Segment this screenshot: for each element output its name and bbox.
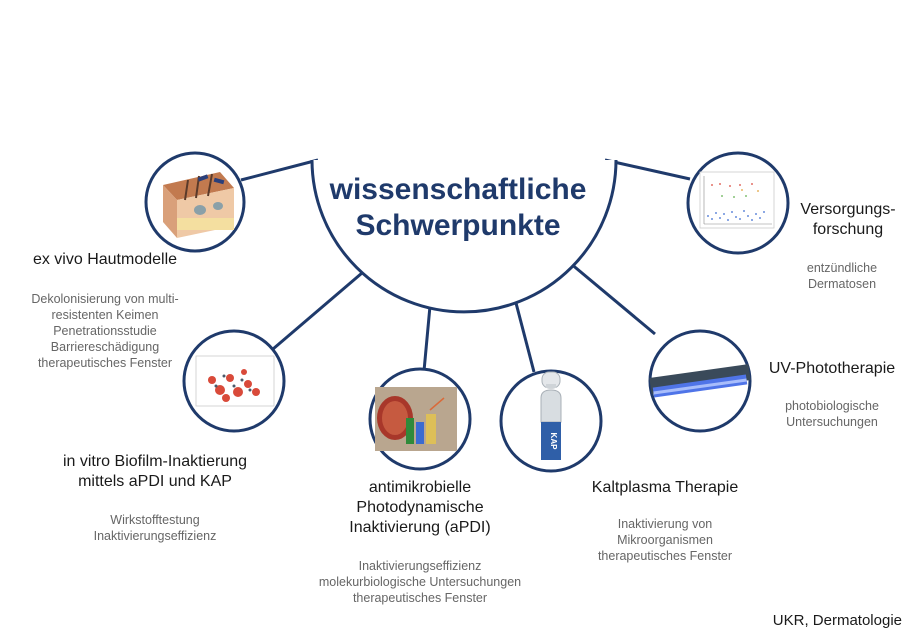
details-apdi-line: molekurbiologische Untersuchungen: [318, 575, 522, 589]
details-versorgung-line: entzündliche: [806, 261, 878, 275]
heading-uv: UV-Phototherapie: [752, 359, 912, 379]
heading-versorgung: Versorgungs- forschung: [782, 200, 914, 240]
details-kap-line: Mikroorganismen: [617, 533, 713, 547]
details-kap-line: therapeutisches Fenster: [597, 549, 733, 563]
scatter-plot-icon: [699, 171, 775, 229]
details-haut-line: therapeutisches Fenster: [37, 356, 173, 370]
kap-device-label: KAP: [549, 433, 558, 451]
main-title-line-1: wissenschaftliche: [329, 173, 587, 206]
biofilm-icon: [195, 355, 275, 407]
details-kap: Inaktivierung von Mikroorganismen therap…: [570, 516, 760, 564]
heading-haut: ex vivo Hautmodelle: [10, 250, 200, 270]
connector-haut: [240, 158, 319, 182]
heading-apdi: antimikrobielle Photodynamische Inaktivi…: [310, 478, 530, 538]
footer-label: UKR, Dermatologie: [772, 612, 902, 629]
details-biofilm: Wirkstofftestung Inaktivierungseffizienz: [40, 512, 270, 544]
heading-biofilm: in vitro Biofilm-Inaktierung mittels aPD…: [40, 452, 270, 492]
heading-apdi-line: Photodynamische: [356, 499, 484, 516]
connector-kap: [514, 302, 536, 373]
details-biofilm-line: Inaktivierungseffizienz: [93, 529, 217, 543]
skin-model-icon: [163, 172, 234, 238]
details-haut-line: resistenten Keimen: [51, 308, 159, 322]
details-haut-line: Barriereschädigung: [50, 340, 160, 354]
details-biofilm-line: Wirkstofftestung: [110, 513, 200, 527]
details-haut-line: Dekolonisierung von multi-: [31, 292, 179, 306]
heading-biofilm-line: in vitro Biofilm-Inaktierung: [62, 453, 248, 470]
heading-apdi-line: antimikrobielle: [368, 479, 472, 496]
connector-versorgung: [604, 158, 691, 181]
uv-lamp-icon: [649, 364, 751, 398]
main-title-line-2: Schwerpunkte: [355, 209, 561, 242]
details-apdi-line: therapeutisches Fenster: [352, 591, 488, 605]
heading-biofilm-line: mittels aPDI und KAP: [78, 473, 232, 490]
connector-biofilm: [272, 271, 363, 351]
connector-apdi: [422, 305, 432, 372]
plasma-device-icon: KAP: [540, 371, 562, 460]
details-kap-line: Inaktivierung von: [617, 517, 713, 531]
heading-kap: Kaltplasma Therapie: [570, 478, 760, 498]
details-uv-line: photobiologische: [785, 399, 879, 413]
details-apdi-line: Inaktivierungseffizienz: [358, 559, 482, 573]
details-versorgung-line: Dermatosen: [807, 277, 877, 291]
connector-uv: [569, 261, 656, 336]
details-versorgung: entzündliche Dermatosen: [782, 260, 902, 292]
details-uv: photobiologische Untersuchungen: [752, 398, 912, 430]
heading-haut-line: ex vivo Hautmodelle: [32, 251, 178, 268]
details-haut: Dekolonisierung von multi- resistenten K…: [10, 291, 200, 371]
petri-dish-icon: [375, 387, 457, 451]
heading-kap-line: Kaltplasma Therapie: [591, 479, 739, 496]
details-uv-line: Untersuchungen: [786, 415, 878, 429]
center-half-circle: [310, 159, 618, 314]
connectors: [240, 158, 691, 373]
heading-versorgung-line: Versorgungs-: [800, 201, 896, 218]
main-title: wissenschaftliche Schwerpunkte: [318, 172, 598, 244]
heading-apdi-line: Inaktivierung (aPDI): [349, 519, 491, 536]
details-apdi: Inaktivierungseffizienz molekurbiologisc…: [280, 558, 560, 606]
heading-versorgung-line: forschung: [812, 221, 884, 238]
heading-uv-line: UV-Phototherapie: [768, 360, 896, 377]
details-haut-line: Penetrationsstudie: [53, 324, 157, 338]
